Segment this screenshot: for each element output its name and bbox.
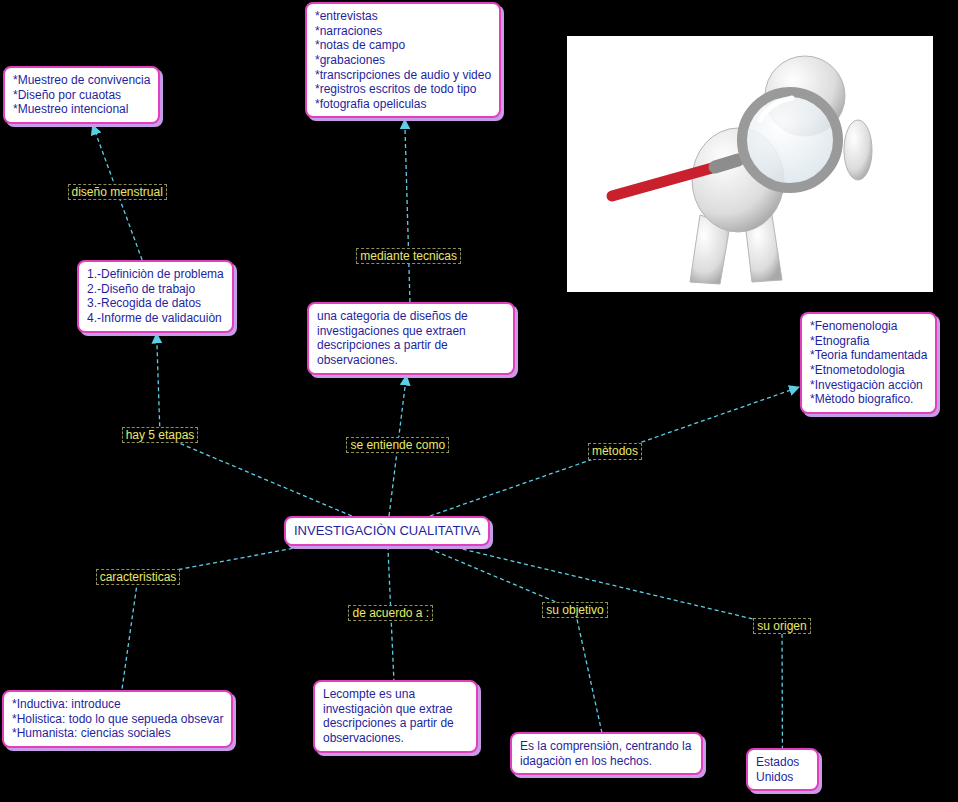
concept-text: *Diseño por cuaotas (13, 88, 150, 103)
concept-box: *entrevistas*narraciones*notas de campo*… (305, 2, 501, 118)
connector (122, 546, 307, 690)
edge-label: se entiende como (346, 437, 449, 453)
connector (449, 546, 782, 748)
edge-label: mètodos (588, 443, 642, 459)
concept-text: *Humanista: ciencias sociales (12, 726, 223, 741)
concept-text: 2.-Diseño de trabajo (87, 282, 224, 297)
edge-label: hay 5 etapas (122, 427, 199, 443)
edge-label: caracteristicas (96, 569, 181, 585)
concept-text: *Inductiva: introduce (12, 697, 223, 712)
concept-text: *Muestreo de convivencia (13, 73, 150, 88)
concept-text: *Muestreo intencional (13, 102, 150, 117)
lens-glint (760, 98, 792, 120)
concept-box: 1.-Definiciòn de problema2.-Diseño de tr… (77, 260, 234, 333)
concept-box: *Inductiva: introduce*Holistica: todo lo… (2, 690, 233, 748)
concept-text: *transcripciones de audio y video (315, 68, 491, 83)
concept-text: *fotografia opeliculas (315, 97, 491, 112)
concept-text: *Fenomenologia (810, 319, 927, 334)
magnifier-collar (715, 160, 738, 167)
concept-box: Estados Unidos (746, 748, 819, 791)
concept-text: *grabaciones (315, 53, 491, 68)
edge-label: mediante tecnicas (356, 248, 461, 264)
concept-text: *Mètodo biografico. (810, 392, 927, 407)
concept-text: *Holistica: todo lo que sepueda obsevar (12, 712, 223, 727)
concept-text: INVESTIGACIÒN CUALITATIVA (294, 523, 480, 539)
concept-text: 3.-Recogida de datos (87, 296, 224, 311)
concept-text: *Investigaciòn acciòn (810, 378, 927, 393)
concept-text: *Etnometodologia (810, 363, 927, 378)
picture-ground (567, 36, 933, 292)
concept-text: *notas de campo (315, 38, 491, 53)
edge-label: diseño menstrual (68, 184, 167, 200)
magnifier-lens (742, 92, 838, 188)
concept-text: *Etnografia (810, 334, 927, 349)
connector (430, 387, 800, 516)
concept-text: una categoria de diseños de investigacio… (317, 309, 505, 368)
edge-label: su objetivo (542, 602, 607, 618)
edge-label: de acuerdo a : (348, 605, 433, 621)
concept-box: Es la comprensiòn, centrando la idagaciò… (510, 732, 703, 775)
concept-text: *registros escritos de todo tipo (315, 82, 491, 97)
concept-text: *entrevistas (315, 9, 491, 24)
concept-box: una categoria de diseños de investigacio… (307, 302, 515, 375)
concept-text: Es la comprensiòn, centrando la idagaciò… (520, 739, 693, 768)
concept-box: *Fenomenologia*Etnografia*Teoria fundame… (800, 312, 937, 414)
concept-box: *Muestreo de convivencia*Diseño por cuao… (3, 66, 160, 124)
concept-text: Estados Unidos (756, 755, 809, 784)
concept-text: 1.-Definiciòn de problema (87, 267, 224, 282)
concept-text: *Teoria fundamentada (810, 348, 927, 363)
concept-box: INVESTIGACIÒN CUALITATIVA (284, 516, 490, 546)
connector (388, 546, 394, 680)
concept-text: 4.-Informe de validacuiòn (87, 311, 224, 326)
edge-label: su origen (753, 618, 810, 634)
figure-arm (844, 120, 872, 180)
connector (405, 118, 410, 302)
concept-box: Lecompte es una investigaciòn que extrae… (313, 680, 478, 753)
concept-text: Lecompte es una investigaciòn que extrae… (323, 687, 468, 746)
concept-text: *narraciones (315, 24, 491, 39)
connector (389, 375, 406, 517)
connector-group (92, 118, 800, 748)
connector (92, 124, 142, 260)
